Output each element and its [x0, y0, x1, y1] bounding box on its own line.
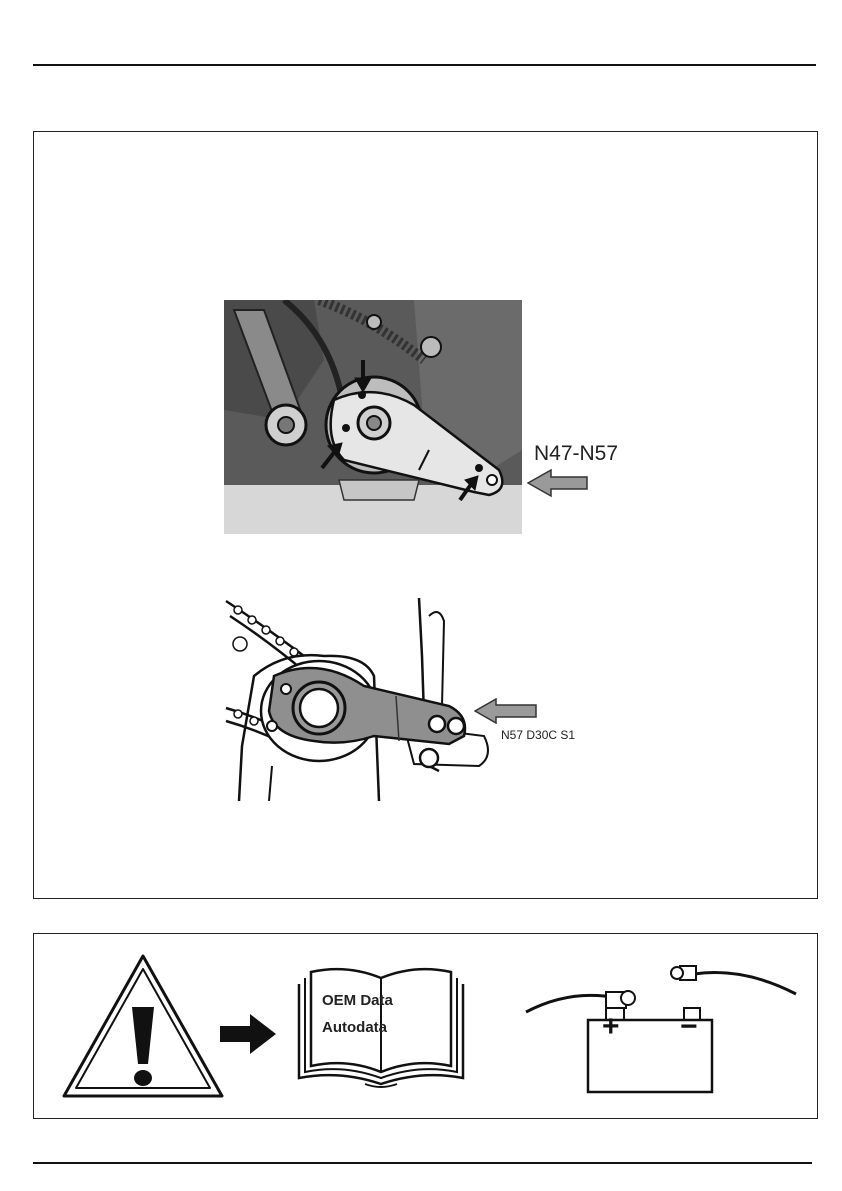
book-line-1: OEM Data [322, 992, 393, 1009]
tensioner-line-drawing [224, 596, 504, 801]
right-arrow-icon [220, 1012, 278, 1056]
battery-minus-sign: − [680, 1010, 698, 1044]
book-line-2: Autodata [322, 1019, 387, 1036]
warning-triangle-icon [60, 952, 226, 1100]
pointer-arrow-icon [527, 468, 589, 498]
battery-disconnect-icon [524, 962, 804, 1098]
header-rule [33, 64, 816, 66]
engine-tensioner-photo [224, 300, 522, 534]
battery-plus-sign: + [602, 1010, 620, 1044]
figure-1-label: N47-N57 [534, 442, 618, 466]
footer-rule [33, 1162, 812, 1164]
pointer-arrow-icon [474, 698, 538, 724]
figure-2-label: N57 D30C S1 [501, 728, 575, 742]
